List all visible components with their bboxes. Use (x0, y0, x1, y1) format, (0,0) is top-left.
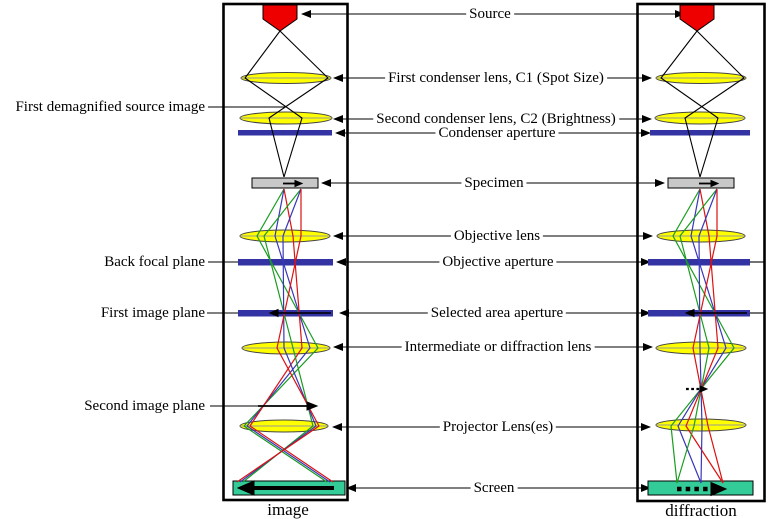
condenser-rays (244, 30, 745, 178)
label-second-condenser-lens-c2: Second condenser lens, C2 (Brightness) (373, 112, 619, 127)
image-column-box (222, 2, 349, 502)
condenser-aperture-right (650, 130, 750, 136)
apertures (238, 130, 750, 317)
diffraction-column-box (636, 2, 766, 503)
condenser-ray-left-2 (268, 30, 329, 178)
footer-image-mode: image (267, 500, 309, 519)
condenser-ray-right-2 (684, 30, 745, 178)
lens-midlines (240, 77, 746, 427)
label-first-condenser-lens-c1: First condenser lens, C1 (Spot Size) (385, 71, 607, 86)
label-projector-lenses: Projector Lens(es) (439, 420, 557, 435)
condenser-aperture-left (238, 130, 332, 136)
footer-diffraction-mode: diffraction (665, 501, 737, 519)
condenser-ray-right-1 (660, 30, 719, 178)
condenser-ray-left-1 (244, 30, 303, 178)
label-objective-aperture: Objective aperture (439, 255, 557, 270)
label-second-image-plane: Second image plane (84, 398, 205, 414)
electron-source-right (679, 4, 715, 32)
label-selected-area-aperture: Selected area aperture (427, 306, 567, 321)
label-condenser-aperture: Condenser aperture (435, 126, 559, 141)
label-screen: Screen (470, 481, 518, 496)
imaging-rays-right (670, 188, 735, 484)
label-first-image-plane: First image plane (100, 305, 205, 321)
label-intermediate-or-diffraction-lens: Intermediate or diffraction lens (401, 340, 595, 355)
label-specimen: Specimen (461, 176, 527, 191)
label-source: Source (466, 7, 514, 22)
label-objective-lens: Objective lens (450, 229, 544, 244)
electron-source-left (262, 4, 298, 32)
label-back-focal-plane: Back focal plane (104, 254, 205, 270)
image-arrows (236, 179, 747, 497)
objective-aperture-left (238, 259, 333, 266)
imaging-rays-left (236, 188, 334, 483)
label-first-demagnified-source-image: First demagnified source image (15, 99, 205, 115)
